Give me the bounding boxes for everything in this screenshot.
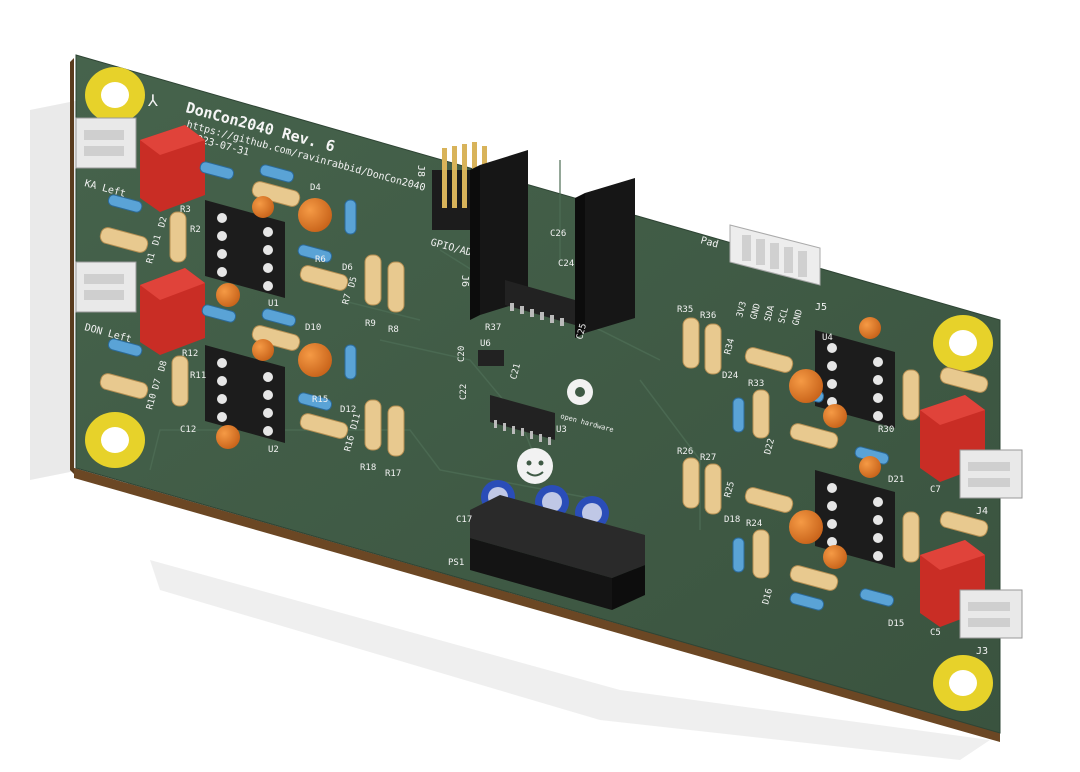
- ref-label: D10: [305, 323, 321, 333]
- connector-pad-j5: Pad J5: [699, 224, 827, 313]
- label-pad: Pad: [699, 235, 719, 250]
- ref-label: D21: [888, 475, 904, 485]
- ic-socket-u1: [205, 200, 285, 298]
- ref-label: C25: [575, 322, 589, 340]
- pad-pin-label: GND: [791, 308, 805, 326]
- ref-label: R8: [388, 325, 399, 335]
- label-j6: J6: [459, 275, 470, 287]
- mounting-hole-bottom-left: [85, 412, 145, 468]
- ref-label: R18: [360, 463, 376, 473]
- pad-pin-label: GND: [749, 302, 763, 320]
- mounting-hole-top-right: [933, 315, 993, 371]
- ref-label: R35: [677, 305, 693, 315]
- ref-label: D12: [340, 405, 356, 415]
- ref-label: R25: [723, 480, 737, 498]
- ref-label: D16: [761, 587, 775, 605]
- ref-label: R34: [723, 337, 737, 355]
- ref-label: U4: [822, 333, 833, 343]
- ref-labels: R1 D1 D2 R3 R2 D4 R6 R7 D5 D6 R9 R8 U1 R…: [145, 183, 941, 638]
- ref-label: U2: [268, 445, 279, 455]
- ref-label: D11: [349, 412, 363, 430]
- ref-label: D5: [347, 276, 359, 289]
- connector-j4: J4: [959, 449, 1023, 517]
- header-j7: [575, 178, 635, 338]
- ref-label: C24: [558, 259, 574, 269]
- label-j8: J8: [415, 165, 426, 177]
- ref-label: R27: [700, 453, 716, 463]
- ref-label: R26: [677, 447, 693, 457]
- ref-label: C21: [509, 362, 523, 380]
- ref-label: D6: [342, 263, 353, 273]
- ref-label: R33: [748, 379, 764, 389]
- ref-label: D24: [722, 371, 738, 381]
- ref-label: U1: [268, 299, 279, 309]
- power-module-ps1: [470, 495, 645, 610]
- ref-label: C17: [456, 515, 472, 525]
- ic-u6: [478, 350, 504, 366]
- ref-label: R6: [315, 255, 326, 265]
- ref-label: C26: [550, 229, 566, 239]
- pad-pin-labels: 3V3 GND SDA SCL GND: [735, 300, 805, 326]
- ref-label: C20: [457, 346, 467, 362]
- ref-label: U3: [556, 425, 567, 435]
- ref-label: R24: [746, 519, 762, 529]
- ref-label: PS1: [448, 558, 464, 568]
- mounting-hole-bottom-right: [933, 655, 993, 711]
- ref-label: R11: [190, 371, 206, 381]
- label-j3: J3: [976, 646, 988, 657]
- ref-label: C12: [180, 425, 196, 435]
- ref-label: D2: [157, 216, 169, 229]
- ref-label: R30: [878, 425, 894, 435]
- board-shadow: [30, 100, 990, 760]
- ref-label: U6: [480, 339, 491, 349]
- ref-label: R10: [145, 392, 159, 410]
- ref-label: D15: [888, 619, 904, 629]
- ref-label: R17: [385, 469, 401, 479]
- ref-label: R3: [180, 205, 191, 215]
- pad-pin-label: 3V3: [735, 300, 749, 318]
- pad-pin-label: SCL: [777, 306, 791, 324]
- ic-regulator: [505, 280, 575, 326]
- connector-ka-left: KA Left: [75, 117, 137, 200]
- header-j6: J6: [459, 150, 528, 320]
- ceramic-capacitors: [216, 196, 881, 569]
- ref-label: R12: [182, 349, 198, 359]
- ref-label: R1: [145, 252, 157, 265]
- ref-label: R37: [485, 323, 501, 333]
- ref-label: C7: [930, 485, 941, 495]
- label-j4: J4: [976, 506, 988, 517]
- ref-label: R36: [700, 311, 716, 321]
- ref-label: R15: [312, 395, 328, 405]
- connector-don-left: DON Left: [75, 261, 137, 345]
- mounting-hole-top-left: [85, 67, 145, 123]
- label-j5: J5: [815, 302, 827, 313]
- logo-mark: ⅄: [147, 91, 158, 110]
- film-capacitor: [140, 268, 205, 355]
- ic-u3: [490, 395, 555, 445]
- connector-j3: J3: [959, 589, 1023, 657]
- ref-label: R7: [341, 293, 353, 306]
- ref-label: C22: [459, 384, 469, 400]
- film-capacitor: [140, 125, 205, 212]
- ref-label: C5: [930, 628, 941, 638]
- ic-socket-u2: [205, 345, 285, 443]
- ref-label: D18: [724, 515, 740, 525]
- ref-label: D1: [151, 234, 163, 247]
- ref-label: R2: [190, 225, 201, 235]
- ref-label: D4: [310, 183, 321, 193]
- ref-label: R9: [365, 319, 376, 329]
- ref-label: D8: [157, 360, 169, 373]
- ref-label: D22: [763, 437, 777, 455]
- mascot-logo: [517, 448, 553, 484]
- pad-pin-label: SDA: [763, 304, 777, 323]
- resistors: [99, 181, 989, 591]
- ref-label: D7: [151, 378, 163, 391]
- ic-socket-u5: [815, 470, 895, 568]
- ref-label: R16: [343, 434, 357, 452]
